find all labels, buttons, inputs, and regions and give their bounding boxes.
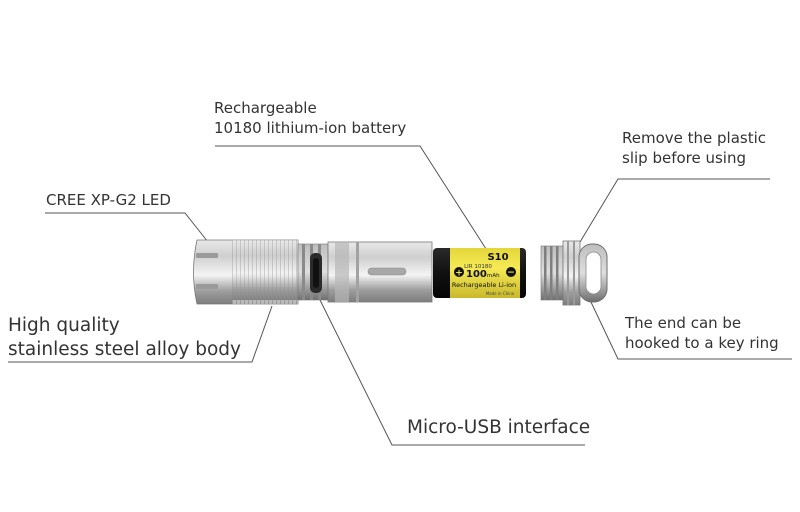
callout-battery-line1: Rechargeable: [214, 99, 317, 117]
callout-body-line2: stainless steel alloy body: [8, 339, 241, 361]
leader-body: [8, 305, 273, 363]
key-ring-loop: [578, 243, 608, 303]
callout-usb-text: Micro-USB interface: [407, 417, 591, 438]
callout-slip-line2: slip before using: [622, 149, 746, 168]
battery-type: LIR 10180: [464, 264, 492, 270]
battery: S10 LIR 10180 + 100 mAh − Rechargeable L…: [433, 248, 526, 298]
flashlight-head: [193, 239, 299, 305]
flashlight-body: [327, 241, 433, 303]
battery-capacity-unit: mAh: [487, 273, 500, 279]
tail-cap: [540, 240, 581, 306]
leader-ring: [589, 299, 792, 360]
callout-battery-line2: 10180 lithium-ion battery: [214, 119, 407, 138]
callout-ring-line1: The end can be: [625, 314, 742, 332]
callout-ring-line2: hooked to a key ring: [625, 334, 779, 353]
battery-model: S10: [487, 252, 508, 263]
battery-chemistry: Rechargeable Li-ion: [452, 281, 516, 289]
leader-usb: [317, 295, 585, 446]
leader-slip: [576, 178, 770, 248]
leader-battery: [215, 145, 489, 253]
callout-led: CREE XP-G2 LED: [46, 190, 171, 210]
callout-led-text: CREE XP-G2 LED: [46, 191, 171, 209]
callout-slip-line1: Remove the plastic: [622, 129, 767, 147]
battery-origin: Made in China: [486, 291, 515, 296]
callout-usb: Micro-USB interface: [407, 416, 590, 441]
minus-icon: −: [507, 268, 515, 278]
battery-capacity-value: 100: [466, 269, 487, 280]
callout-body-line1: High quality: [8, 315, 120, 336]
leader-lines: [8, 145, 792, 446]
callout-slip: Remove the plastic slip before using: [622, 128, 766, 169]
plus-icon: +: [455, 269, 463, 279]
callout-battery: Rechargeable 10180 lithium-ion battery: [214, 98, 406, 139]
callout-body: High quality stainless steel alloy body: [8, 314, 241, 362]
callout-ring: The end can be hooked to a key ring: [625, 313, 779, 354]
leader-led: [45, 212, 209, 243]
micro-usb-port-icon: [310, 253, 322, 293]
